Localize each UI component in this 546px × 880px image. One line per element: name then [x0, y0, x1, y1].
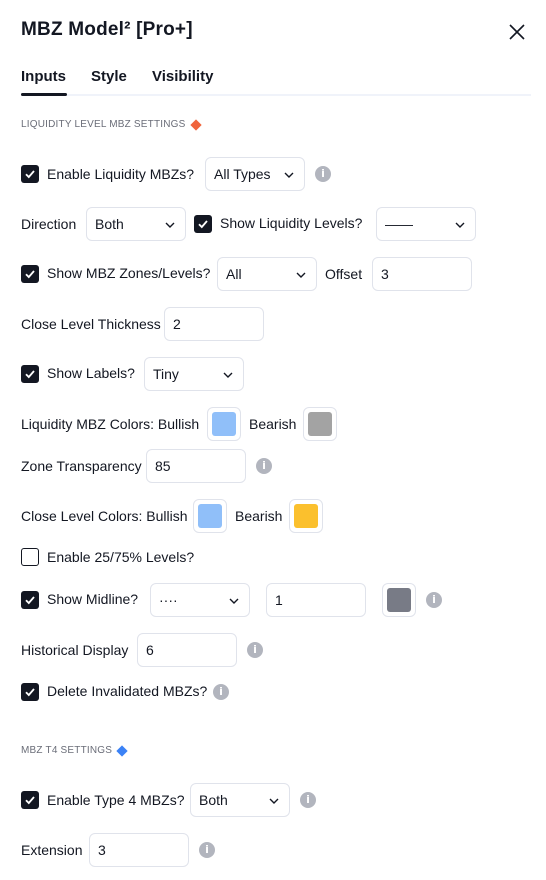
midline-style-value: ····: [159, 592, 178, 608]
historical-display-input[interactable]: 6: [137, 633, 237, 667]
chevron-down-icon: [223, 372, 233, 378]
tab-visibility[interactable]: Visibility: [152, 68, 214, 85]
diamond-icon: [189, 118, 202, 131]
check-icon: [25, 796, 35, 805]
offset-label: Offset: [325, 266, 363, 282]
tab-inputs[interactable]: Inputs: [21, 68, 66, 85]
delete-invalidated-checkbox[interactable]: [21, 683, 39, 701]
midline-width-input[interactable]: 1: [266, 583, 366, 617]
show-labels-checkbox[interactable]: [21, 365, 39, 383]
liquidity-bearish-label: Bearish: [249, 416, 297, 432]
info-icon[interactable]: i: [247, 642, 263, 658]
section-header-liquidity: LIQUIDITY LEVEL MBZ SETTINGS: [21, 118, 202, 131]
delete-invalidated-label: Delete Invalidated MBZs?: [47, 683, 208, 699]
tab-style[interactable]: Style: [91, 68, 127, 85]
chevron-down-icon: [229, 598, 239, 604]
direction-select[interactable]: Both: [86, 207, 186, 241]
enable-2575-label: Enable 25/75% Levels?: [47, 549, 195, 565]
historical-display-value: 6: [146, 642, 154, 658]
section-label: LIQUIDITY LEVEL MBZ SETTINGS: [21, 119, 186, 130]
show-midline-checkbox[interactable]: [21, 591, 39, 609]
direction-label: Direction: [21, 216, 77, 232]
liquidity-type-value: All Types: [214, 166, 271, 182]
midline-width-value: 1: [275, 592, 283, 608]
show-liquidity-levels-label: Show Liquidity Levels?: [220, 215, 363, 231]
zones-select[interactable]: All: [217, 257, 317, 291]
close-thickness-value: 2: [173, 316, 181, 332]
liquidity-line-style-value: ——: [385, 216, 413, 232]
close-bullish-swatch[interactable]: [193, 499, 227, 533]
info-icon[interactable]: i: [300, 792, 316, 808]
show-labels-label: Show Labels?: [47, 365, 135, 381]
offset-input[interactable]: 3: [372, 257, 472, 291]
show-zones-label: Show MBZ Zones/Levels?: [47, 265, 211, 281]
info-icon[interactable]: i: [213, 684, 229, 700]
offset-value: 3: [381, 266, 389, 282]
extension-value: 3: [98, 842, 106, 858]
enable-liquidity-label: Enable Liquidity MBZs?: [47, 166, 195, 182]
midline-color-swatch[interactable]: [382, 583, 416, 617]
chevron-down-icon: [165, 222, 175, 228]
type4-value: Both: [199, 792, 228, 808]
check-icon: [25, 170, 35, 179]
zones-value: All: [226, 266, 242, 282]
section-label: MBZ T4 SETTINGS: [21, 745, 113, 756]
enable-type4-checkbox[interactable]: [21, 791, 39, 809]
close-bearish-swatch[interactable]: [289, 499, 323, 533]
label-size-select[interactable]: Tiny: [144, 357, 244, 391]
check-icon: [198, 220, 208, 229]
close-thickness-input[interactable]: 2: [164, 307, 264, 341]
enable-type4-label: Enable Type 4 MBZs?: [47, 792, 185, 808]
show-midline-label: Show Midline?: [47, 591, 139, 607]
liquidity-line-style-select[interactable]: ——: [376, 207, 476, 241]
close-thickness-label: Close Level Thickness: [21, 316, 161, 332]
type4-select[interactable]: Both: [190, 783, 290, 817]
historical-display-label: Historical Display: [21, 642, 129, 658]
midline-style-select[interactable]: ····: [150, 583, 250, 617]
section-header-t4: MBZ T4 SETTINGS: [21, 744, 128, 757]
enable-liquidity-checkbox[interactable]: [21, 165, 39, 183]
info-icon[interactable]: i: [256, 458, 272, 474]
show-zones-checkbox[interactable]: [21, 265, 39, 283]
direction-value: Both: [95, 216, 124, 232]
tab-divider: [21, 94, 531, 96]
zone-transparency-label: Zone Transparency: [21, 458, 142, 474]
liquidity-bullish-swatch[interactable]: [207, 407, 241, 441]
info-icon[interactable]: i: [199, 842, 215, 858]
check-icon: [25, 270, 35, 279]
extension-label: Extension: [21, 842, 83, 858]
close-bearish-label: Bearish: [235, 508, 283, 524]
close-icon[interactable]: [506, 21, 528, 43]
check-icon: [25, 370, 35, 379]
check-icon: [25, 688, 35, 697]
dialog-title: MBZ Model² [Pro+]: [21, 19, 193, 40]
chevron-down-icon: [455, 222, 465, 228]
enable-2575-checkbox[interactable]: [21, 548, 39, 566]
info-icon[interactable]: i: [426, 592, 442, 608]
close-colors-label: Close Level Colors: Bullish: [21, 508, 188, 524]
liquidity-bearish-swatch[interactable]: [303, 407, 337, 441]
show-liquidity-levels-checkbox[interactable]: [194, 215, 212, 233]
check-icon: [25, 596, 35, 605]
liquidity-type-select[interactable]: All Types: [205, 157, 305, 191]
chevron-down-icon: [284, 172, 294, 178]
label-size-value: Tiny: [153, 366, 179, 382]
info-icon[interactable]: i: [315, 166, 331, 182]
chevron-down-icon: [296, 272, 306, 278]
extension-input[interactable]: 3: [89, 833, 189, 867]
chevron-down-icon: [269, 798, 279, 804]
zone-transparency-value: 85: [155, 458, 171, 474]
diamond-icon: [116, 744, 128, 757]
liquidity-colors-label: Liquidity MBZ Colors: Bullish: [21, 416, 200, 432]
zone-transparency-input[interactable]: 85: [146, 449, 246, 483]
active-tab-indicator: [21, 93, 67, 96]
